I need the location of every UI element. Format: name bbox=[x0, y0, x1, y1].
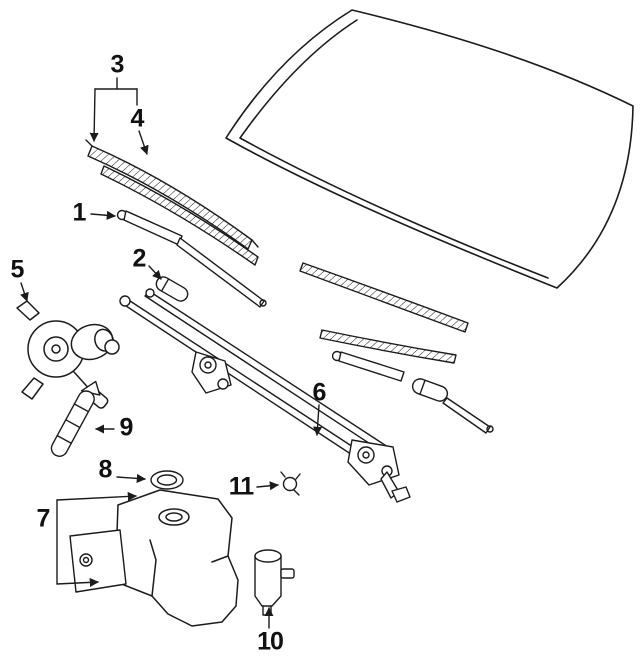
wiper-arm-passenger bbox=[331, 350, 494, 434]
leader-7-top bbox=[56, 491, 137, 501]
wiper-blade-insert bbox=[100, 165, 259, 266]
leader-4 bbox=[138, 130, 149, 155]
wiper-blade-passenger bbox=[299, 262, 469, 364]
wiper-arm-driver bbox=[116, 209, 267, 308]
washer-pump bbox=[254, 549, 295, 616]
leader-11 bbox=[256, 481, 279, 491]
leader-6 bbox=[313, 404, 323, 436]
callout-2[interactable]: 2 bbox=[132, 244, 147, 273]
callout-6[interactable]: 6 bbox=[312, 378, 327, 407]
washer-hose-grommet bbox=[50, 380, 101, 457]
leader-2 bbox=[148, 265, 162, 280]
leader-8 bbox=[116, 473, 146, 483]
wiper-motor bbox=[16, 300, 120, 409]
wiper-linkage bbox=[119, 288, 411, 503]
callout-5[interactable]: 5 bbox=[10, 255, 25, 284]
callout-7[interactable]: 7 bbox=[36, 504, 51, 533]
wiper-blade-assembly bbox=[85, 139, 259, 266]
washer-reservoir bbox=[115, 489, 239, 627]
callout-9[interactable]: 9 bbox=[119, 413, 134, 442]
wiper-arm-head-cover bbox=[155, 276, 189, 302]
leader-1 bbox=[90, 210, 116, 220]
wiper-blade-frame bbox=[87, 145, 253, 250]
callout-8[interactable]: 8 bbox=[98, 455, 113, 484]
windshield-glass bbox=[225, 9, 634, 289]
reservoir-bracket bbox=[69, 529, 127, 593]
linkage-clip bbox=[280, 471, 301, 496]
callout-11[interactable]: 11 bbox=[228, 472, 254, 501]
leader-5 bbox=[20, 282, 29, 302]
callout-1[interactable]: 1 bbox=[72, 198, 87, 227]
reservoir-cap bbox=[150, 470, 184, 490]
callout-3[interactable]: 3 bbox=[110, 50, 125, 79]
callout-leaders bbox=[20, 77, 323, 629]
callout-4[interactable]: 4 bbox=[130, 104, 145, 133]
callout-10[interactable]: 10 bbox=[257, 627, 284, 656]
leader-7-bottom bbox=[56, 577, 99, 587]
leader-3 bbox=[89, 88, 99, 142]
